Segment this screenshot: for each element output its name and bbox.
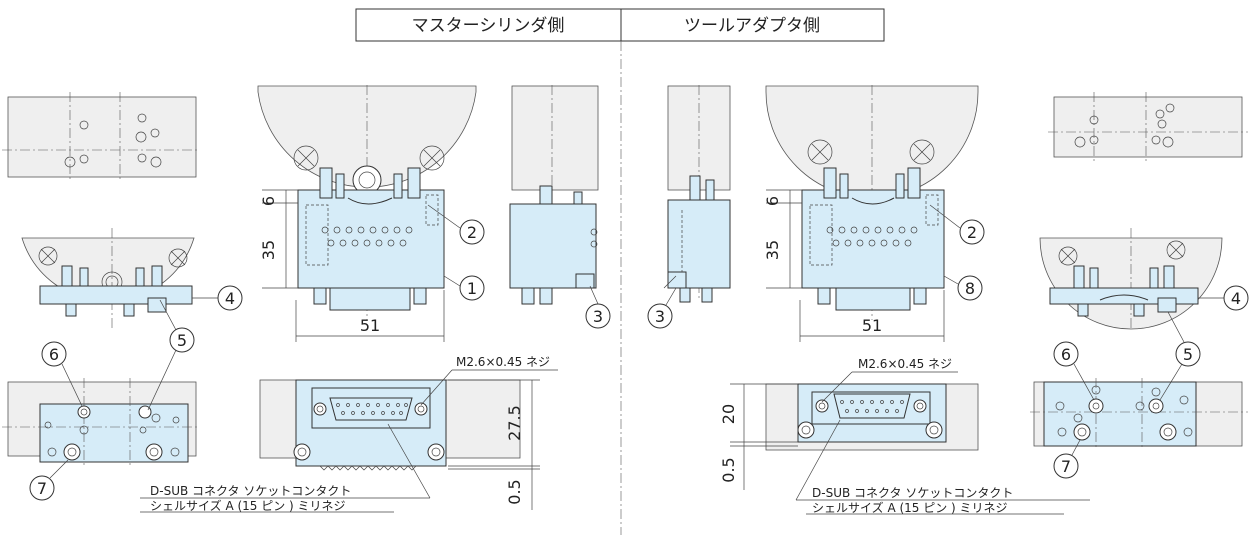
svg-text:4: 4 <box>225 289 235 308</box>
note-screw-master: M2.6×0.45 ネジ <box>456 355 550 369</box>
tool-side-elevation-small <box>1039 228 1223 330</box>
callout-8 <box>957 275 983 301</box>
svg-text:2: 2 <box>467 223 477 242</box>
tool-front-elevation: 6 35 51 <box>763 85 979 342</box>
dim-master-height-top: 6 <box>259 196 278 206</box>
svg-text:1: 1 <box>467 279 477 298</box>
svg-text:5: 5 <box>1183 345 1193 364</box>
callout-6-tool <box>1053 341 1079 367</box>
callout-3-master <box>585 303 611 329</box>
master-connector-plan-view: 27.5 0.5 M2.6×0.45 ネジ D-SUB コネクタ ソケットコンタ… <box>140 355 558 513</box>
note-screw-tool: M2.6×0.45 ネジ <box>858 357 952 371</box>
master-side-elevation-small <box>21 228 195 330</box>
header-table: マスターシリンダ側 ツールアダプタ側 <box>355 8 885 42</box>
master-right-side-view <box>509 85 599 305</box>
note-connector-line1-tool: D-SUB コネクタ ソケットコンタクト <box>812 486 1013 500</box>
header-master-side: マスターシリンダ側 <box>412 16 565 36</box>
master-top-view <box>2 92 198 182</box>
tool-left-side-view <box>667 85 731 303</box>
note-connector-line1-master: D-SUB コネクタ ソケットコンタクト <box>150 484 351 498</box>
callout-5-tool <box>1175 341 1201 367</box>
note-connector-line2-tool: シェルサイズ A (15 ピン ) ミリネジ <box>812 500 1008 515</box>
svg-text:8: 8 <box>965 279 975 298</box>
header-tool-side: ツールアダプタ側 <box>684 16 820 36</box>
dim-tool-plan-offset: 0.5 <box>719 457 738 482</box>
dim-master-height-body: 35 <box>259 240 278 260</box>
callout-6-master <box>41 341 67 367</box>
tool-callouts: 3 2 8 4 5 6 7 <box>647 204 1249 479</box>
callout-2-master <box>459 219 485 245</box>
callout-7-tool <box>1053 453 1079 479</box>
tool-connector-plan-view: 20 0.5 M2.6×0.45 ネジ D-SUB コネクタ ソケットコンタクト… <box>719 357 1090 515</box>
callout-4-tool <box>1223 285 1249 311</box>
dim-tool-plan-height: 20 <box>719 404 738 424</box>
svg-text:3: 3 <box>655 307 665 326</box>
dim-tool-width: 51 <box>862 316 882 335</box>
callout-7-master <box>29 475 55 501</box>
svg-text:7: 7 <box>37 479 47 498</box>
callout-5-master <box>169 327 195 353</box>
dim-master-plan-offset: 0.5 <box>505 479 524 504</box>
dim-master-width: 51 <box>360 316 380 335</box>
svg-text:6: 6 <box>1061 345 1071 364</box>
callout-1 <box>459 275 485 301</box>
svg-text:4: 4 <box>1231 289 1241 308</box>
dim-master-plan-height: 27.5 <box>505 405 524 441</box>
callout-2-tool <box>959 219 985 245</box>
tool-bottom-plan-view <box>1030 378 1248 450</box>
note-connector-line2-master: シェルサイズ A (15 ピン ) ミリネジ <box>150 498 346 513</box>
tool-top-view <box>1048 92 1248 162</box>
dim-tool-height-top: 6 <box>763 196 782 206</box>
master-bottom-plan-view <box>2 378 198 465</box>
svg-text:7: 7 <box>1061 457 1071 476</box>
master-front-elevation: 6 35 51 <box>257 85 477 342</box>
callout-3-tool <box>647 303 673 329</box>
master-callouts: 2 1 3 4 5 6 7 <box>29 204 611 501</box>
dim-tool-height-body: 35 <box>763 240 782 260</box>
callout-4-master <box>217 285 243 311</box>
svg-text:6: 6 <box>49 345 59 364</box>
svg-text:5: 5 <box>177 331 187 350</box>
svg-text:3: 3 <box>593 307 603 326</box>
svg-text:2: 2 <box>967 223 977 242</box>
